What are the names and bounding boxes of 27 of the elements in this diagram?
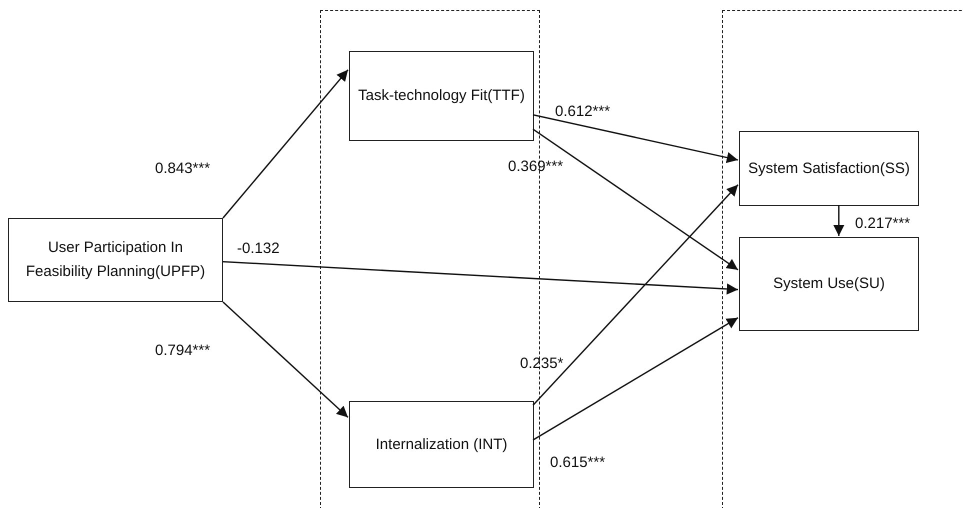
path-coefficient: 0.235* [520,355,564,372]
construct-box [349,51,534,141]
path-arrow [532,114,738,164]
construct-box [739,237,919,331]
path-coefficient: 0.369*** [508,158,564,175]
construct-label: User Participation In Feasibility Planning(UPFP) [24,238,206,282]
construct-box [8,218,223,302]
path-arrow [222,301,348,418]
path-arrow [532,128,738,270]
path-coefficient: -0.132 [237,240,280,257]
construct-box [739,131,919,206]
construct-label: Internalization (INT) [374,434,508,454]
path-arrow [833,205,844,236]
path-coefficient: 0.612*** [555,103,610,120]
construct-label: System Use(SU) [772,274,886,294]
path-coefficient: 0.843*** [155,160,210,177]
group-frame [722,10,963,508]
path-arrow [532,317,738,441]
path-coefficient: 0.615*** [550,454,606,471]
construct-label: System Satisfaction(SS) [747,158,911,178]
construct-label: Task-technology Fit(TTF) [357,86,526,106]
path-arrow [222,260,738,295]
path-arrow [532,184,739,406]
path-arrow [222,69,349,218]
path-coefficient: 0.794*** [155,342,210,359]
path-coefficient: 0.217*** [855,215,910,232]
construct-box [349,401,534,488]
